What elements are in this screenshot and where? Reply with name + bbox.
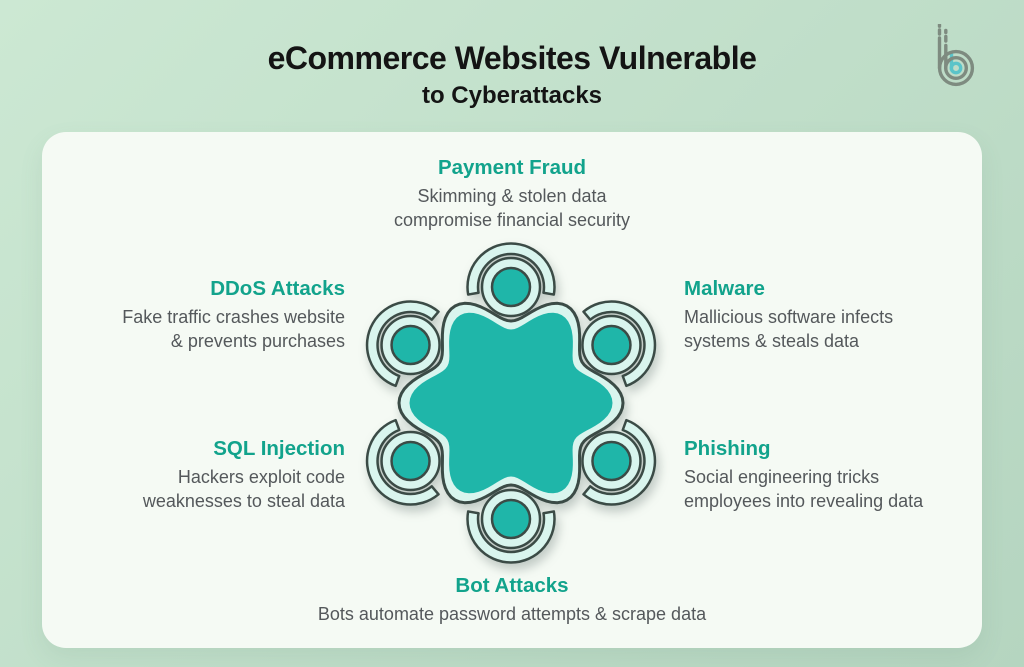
satellite-arc <box>365 300 440 388</box>
section-desc-line: weaknesses to steal data <box>142 490 345 511</box>
section-desc-line: Skimming & stolen data <box>417 186 607 206</box>
satellite-arc <box>582 300 657 388</box>
section-desc-line: Mallicious software infects <box>684 307 894 327</box>
section-ddos-attacks: DDoS Attacks Fake traffic crashes websit… <box>122 278 345 353</box>
attack-wheel-graphic <box>365 242 657 564</box>
satellite-arc <box>582 418 657 506</box>
section-title: DDoS Attacks <box>210 277 345 300</box>
section-desc-line: Bots automate password attempts & scrape… <box>317 604 707 624</box>
section-title: Phishing <box>684 437 771 460</box>
satellite-core <box>591 440 632 482</box>
page-title: eCommerce Websites Vulnerable <box>267 40 757 76</box>
satellite-core <box>490 266 532 308</box>
section-title: SQL Injection <box>213 437 345 460</box>
section-phishing: Phishing Social engineering tricks emplo… <box>684 438 923 513</box>
satellite-arc <box>365 418 440 506</box>
section-title: Payment Fraud <box>437 156 587 179</box>
section-payment-fraud: Payment Fraud Skimming & stolen data com… <box>0 157 1024 232</box>
satellite-arc <box>466 242 556 296</box>
page-subtitle: to Cyberattacks <box>421 82 603 109</box>
section-malware: Malware Mallicious software infects syst… <box>684 278 893 353</box>
satellite-core <box>390 324 431 366</box>
satellite-core <box>390 440 431 482</box>
brand-logo-icon <box>920 23 986 90</box>
satellite-core <box>591 324 632 366</box>
section-title: Bot Attacks <box>455 574 569 597</box>
section-sql-injection: SQL Injection Hackers exploit code weakn… <box>143 438 345 513</box>
section-desc-line: compromise financial security <box>393 209 631 230</box>
section-desc-line: Fake traffic crashes website <box>122 307 345 327</box>
satellite-arc <box>466 510 556 564</box>
section-bot-attacks: Bot Attacks Bots automate password attem… <box>0 575 1024 627</box>
section-desc-line: systems & steals data <box>684 330 860 351</box>
section-desc-line: employees into revealing data <box>684 490 924 511</box>
section-desc-line: Social engineering tricks <box>684 467 880 487</box>
section-desc-line: & prevents purchases <box>170 330 345 351</box>
section-desc-line: Hackers exploit code <box>177 467 345 487</box>
star-core <box>409 312 613 494</box>
satellite-core <box>490 498 532 540</box>
section-title: Malware <box>684 277 765 300</box>
